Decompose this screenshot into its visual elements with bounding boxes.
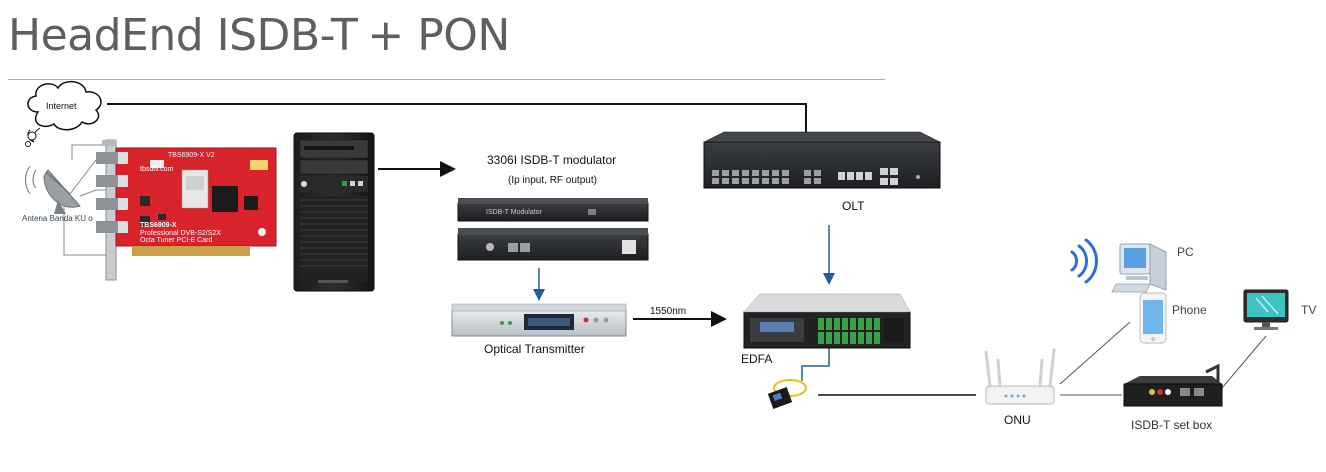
page-title: HeadEnd ISDB-T+ PON xyxy=(8,10,510,61)
onu-to-phone-line xyxy=(1059,321,1131,385)
olt-rj45-ports xyxy=(838,168,898,185)
internet-label: Internet xyxy=(46,101,77,111)
server-power-button xyxy=(301,181,307,187)
wifi-icon xyxy=(1070,238,1098,284)
pc-label: PC xyxy=(1177,245,1194,259)
card-rf-connectors xyxy=(96,152,128,233)
monitor-tv-icon xyxy=(1243,289,1289,330)
onu-antennas xyxy=(984,348,1056,388)
edfa-output-ports xyxy=(818,318,880,344)
card-brand: tbsdtv.com xyxy=(140,166,174,173)
card-desc-1: Professional DVB-S2/S2X xyxy=(140,230,221,237)
modulator-front-label: ISDB-T Modulator xyxy=(486,209,542,216)
optical-transmitter xyxy=(451,303,627,337)
olt-switch xyxy=(703,131,941,189)
link-1550nm-label: 1550nm xyxy=(650,306,687,317)
setbox-body xyxy=(1123,383,1223,407)
server-vent-grid xyxy=(300,199,368,267)
tower-server xyxy=(293,132,375,292)
card-model-top: TBS6909-X V2 xyxy=(168,152,215,159)
antenna-label: Antena Banda KU o xyxy=(22,214,93,223)
wdm-coupler xyxy=(767,379,807,409)
olt-sfp-ports xyxy=(712,170,821,184)
internet-cloud xyxy=(25,80,102,147)
tuner-card xyxy=(96,139,277,281)
setbox-to-tv-line xyxy=(1221,335,1267,389)
title-divider xyxy=(8,79,885,80)
desktop-pc-icon xyxy=(1111,243,1167,293)
internet-to-olt-line xyxy=(107,103,807,134)
edfa-amplifier xyxy=(743,293,911,349)
onu-body xyxy=(985,385,1055,405)
edfa-label: EDFA xyxy=(741,352,773,366)
card-model: TBS6909-X xyxy=(140,222,177,229)
smartphone-icon xyxy=(1139,292,1167,344)
setbox-label: ISDB-T set box xyxy=(1131,418,1213,432)
optical-transmitter-label: Optical Transmitter xyxy=(484,342,585,356)
edfa-to-wdm-line xyxy=(801,346,830,381)
title-suffix: + PON xyxy=(367,10,510,61)
modulator-subtitle: (Ip input, RF output) xyxy=(508,175,597,186)
card-cable-top xyxy=(71,144,108,160)
modulator-title: 3306I ISDB-T modulator xyxy=(487,153,617,167)
onu-router xyxy=(984,348,1056,405)
olt-label: OLT xyxy=(842,199,865,213)
satellite-dish-icon xyxy=(25,165,81,214)
card-desc-2: Octa Tuner PCI-E Card xyxy=(140,237,213,244)
cloud-icon xyxy=(27,80,102,131)
connection-lines xyxy=(63,103,1267,396)
onu-label: ONU xyxy=(1004,413,1031,427)
set-top-box xyxy=(1123,363,1223,407)
title-main: HeadEnd ISDB-T xyxy=(8,10,358,61)
phone-label: Phone xyxy=(1172,303,1207,317)
olt-chassis xyxy=(703,141,941,189)
isdbt-modulator xyxy=(457,198,649,261)
tv-label: TV xyxy=(1301,303,1317,317)
